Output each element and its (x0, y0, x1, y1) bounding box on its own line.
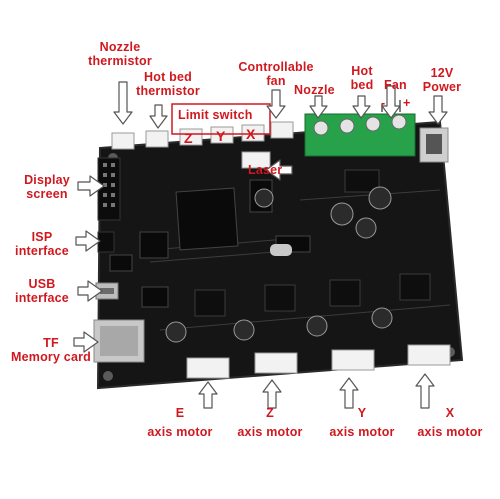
power-line1: 12V (430, 66, 454, 80)
display-header (97, 157, 121, 221)
y-motor-label: Y axis motor (322, 406, 402, 439)
z-motor-label: Z axis motor (230, 406, 310, 439)
fan-label: Fan (384, 78, 407, 92)
arrow-isp (75, 230, 101, 252)
nozzle-thermistor-line2: thermistor (88, 54, 152, 68)
limit-x-label: X (246, 126, 256, 142)
usb-interface-label: USB interface (6, 277, 78, 305)
arrow-laser (265, 159, 293, 181)
laser-label: Laser (248, 163, 283, 177)
arrow-power (428, 95, 448, 125)
e-motor-line2: axis motor (147, 425, 213, 439)
tf-card-label: TF Memory card (4, 336, 98, 364)
arrow-hot-bed-thermistor (149, 104, 168, 129)
power-label: 12V Power (412, 66, 472, 94)
arrow-tf (73, 331, 99, 353)
arrow-e-motor (198, 381, 218, 409)
arrow-usb (77, 280, 103, 302)
limit-z-label: Z (184, 130, 193, 146)
arrow-display (77, 175, 105, 197)
hot-bed-thermistor-line1: Hot bed (144, 70, 192, 84)
fan-minus-label: - (381, 96, 386, 110)
top-connectors (111, 121, 294, 150)
capacitors (165, 186, 393, 343)
arrow-controllable-fan (266, 89, 286, 119)
stepper-drivers (194, 169, 431, 317)
power-line2: Power (422, 80, 462, 94)
hot-bed-label: Hot bed (338, 64, 386, 92)
power-jack (419, 127, 449, 163)
display-screen-line1: Display (24, 173, 70, 187)
display-screen-label: Display screen (14, 173, 80, 201)
z-motor-line2: axis motor (237, 425, 303, 439)
nozzle-thermistor-line1: Nozzle (99, 40, 141, 54)
arrow-y-motor (339, 377, 359, 409)
y-motor-line1: Y (357, 406, 367, 420)
controllable-fan-line2: fan (266, 74, 286, 88)
e-motor-label: E axis motor (140, 406, 220, 439)
limit-switch-label: Limit switch (178, 108, 253, 122)
isp-interface-line1: ISP (31, 230, 53, 244)
crystal (270, 244, 292, 256)
arrow-fan (381, 85, 401, 119)
hot-bed-thermistor-line2: thermistor (136, 84, 200, 98)
motor-connectors (186, 344, 451, 379)
laser-connector (241, 151, 271, 169)
hot-bed-line1: Hot (351, 64, 373, 78)
arrow-x-motor (415, 373, 435, 409)
usb-interface-line1: USB (28, 277, 56, 291)
display-screen-line2: screen (26, 187, 68, 201)
usb-interface-line2: interface (15, 291, 69, 305)
callout-arrows (73, 81, 448, 409)
x-motor-line2: axis motor (417, 425, 483, 439)
limit-y-label: Y (216, 128, 226, 144)
arrow-nozzle (309, 95, 328, 119)
z-motor-line1: Z (266, 406, 274, 420)
x-motor-label: X axis motor (410, 406, 490, 439)
tf-card-slot (93, 319, 145, 363)
nozzle-label: Nozzle (294, 83, 335, 97)
isp-interface-line2: interface (15, 244, 69, 258)
tf-card-line1: TF (43, 336, 59, 350)
isp-interface-label: ISP interface (6, 230, 78, 258)
controllable-fan-label: Controllable fan (224, 60, 328, 88)
fan-plus-label: + (403, 96, 411, 110)
limit-switch-bracket (171, 103, 271, 135)
controllable-fan-line1: Controllable (238, 60, 314, 74)
arrow-nozzle-thermistor (113, 81, 133, 125)
e-motor-line1: E (175, 406, 185, 420)
x-motor-line1: X (445, 406, 455, 420)
arrow-hot-bed (352, 95, 371, 119)
y-motor-line2: axis motor (329, 425, 395, 439)
hot-bed-thermistor-label: Hot bed thermistor (118, 70, 218, 98)
terminal-block (304, 113, 416, 157)
isp-header (97, 231, 115, 253)
hot-bed-line2: bed (350, 78, 374, 92)
arrow-z-motor (262, 379, 282, 409)
tf-card-line2: Memory card (10, 350, 91, 364)
nozzle-thermistor-label: Nozzle thermistor (70, 40, 170, 68)
